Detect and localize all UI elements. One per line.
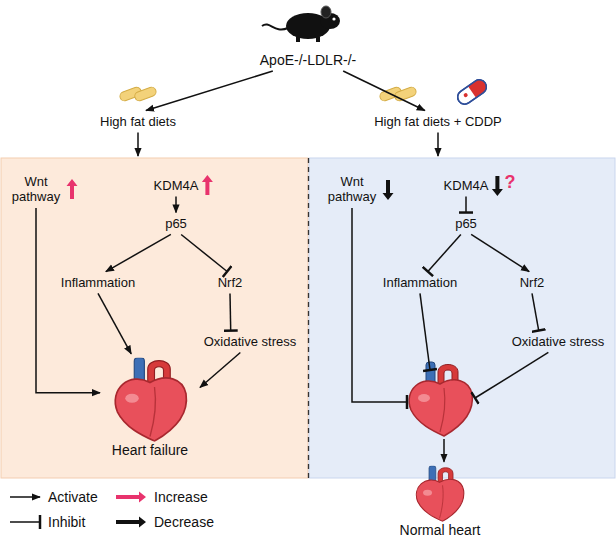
heart-illustration	[105, 358, 195, 442]
legend-sample	[116, 492, 146, 503]
activate-connector	[106, 234, 171, 271]
heart-node: Normal heart	[398, 465, 483, 539]
legend-sample	[116, 517, 146, 528]
inhibit-connector	[181, 234, 227, 271]
legend-text: Increase	[154, 489, 208, 505]
inhibit-connector	[475, 352, 548, 398]
protein-label: Nrf2	[216, 275, 245, 292]
node-text: High fat diets	[100, 115, 176, 130]
node-text: Inflammation	[383, 276, 457, 291]
activate-connector	[36, 208, 100, 393]
mouse-illustration	[262, 6, 340, 42]
panel-arrow	[437, 132, 439, 156]
legend-text: Decrease	[154, 514, 214, 530]
node-text: p65	[455, 217, 477, 232]
node-text: Nrf2	[520, 276, 545, 291]
right-panel	[309, 158, 615, 478]
activate-connector	[146, 71, 273, 110]
node-text: Heart failure	[105, 442, 195, 458]
inhibit-connector	[420, 293, 430, 370]
decrease-arrow	[492, 176, 503, 196]
node-text: p65	[165, 217, 187, 232]
diet-pills	[379, 86, 418, 102]
node-text: KDM4A	[444, 179, 489, 194]
inhibit-connector	[532, 293, 539, 330]
heart-drawing	[409, 362, 472, 436]
inhibit-connector	[229, 293, 231, 330]
activate-connector	[98, 293, 131, 353]
activate-connector	[343, 71, 425, 110]
node-text: Wnt pathway	[7, 175, 65, 205]
node-text: Oxidative stress	[204, 335, 296, 350]
heart-node: Heart failure	[103, 357, 197, 459]
protein-label: p65	[163, 216, 189, 233]
activate-connector	[471, 234, 529, 271]
protein-label: KDM4A	[152, 178, 201, 195]
legend-text: Inhibit	[48, 514, 85, 530]
node-text: Inflammation	[61, 276, 135, 291]
model-label: ApoE-/-LDLR-/-	[258, 51, 358, 69]
increase-arrow	[67, 179, 78, 199]
inhibit-connector	[352, 208, 407, 402]
legend-sample	[10, 496, 40, 498]
heart-drawing	[417, 466, 464, 522]
activate-connector	[175, 196, 177, 212]
protein-label: p65	[453, 216, 479, 233]
pathway-label: Wnt pathway	[5, 174, 67, 206]
legend-sample	[10, 521, 40, 523]
process-label: Oxidative stress	[202, 334, 298, 351]
protein-label: KDM4A	[442, 178, 491, 195]
heart-illustration	[410, 466, 470, 522]
node-text: High fat diets + CDDP	[374, 115, 502, 130]
heart-drawing	[115, 358, 186, 441]
node-text: Wnt pathway	[323, 175, 381, 205]
diet-pills	[119, 86, 158, 102]
process-label: Oxidative stress	[510, 334, 606, 351]
node-text: KDM4A	[154, 179, 199, 194]
activate-connector	[443, 439, 445, 462]
divider-line	[308, 158, 309, 478]
panel-arrow	[137, 132, 139, 156]
increase-arrow	[202, 175, 213, 195]
decrease-arrow	[383, 180, 394, 200]
node-text: Normal heart	[400, 522, 481, 538]
inhibit-connector	[428, 234, 461, 271]
diet-label: High fat diets	[98, 114, 178, 131]
node-text: ApoE-/-LDLR-/-	[260, 52, 356, 68]
left-panel	[1, 158, 308, 478]
inhibit-connector	[465, 196, 467, 212]
heart-illustration	[409, 362, 472, 436]
legend-text: Activate	[48, 489, 98, 505]
activate-connector	[200, 352, 240, 387]
question-mark: ?	[504, 172, 515, 193]
cddp-capsule	[455, 77, 489, 107]
process-label: Inflammation	[59, 275, 137, 292]
protein-label: Nrf2	[518, 275, 547, 292]
process-label: Inflammation	[381, 275, 459, 292]
pathway-label: Wnt pathway	[321, 174, 383, 206]
node-text: Oxidative stress	[512, 335, 604, 350]
node-text: Nrf2	[218, 276, 243, 291]
diet-label: High fat diets + CDDP	[372, 114, 504, 131]
